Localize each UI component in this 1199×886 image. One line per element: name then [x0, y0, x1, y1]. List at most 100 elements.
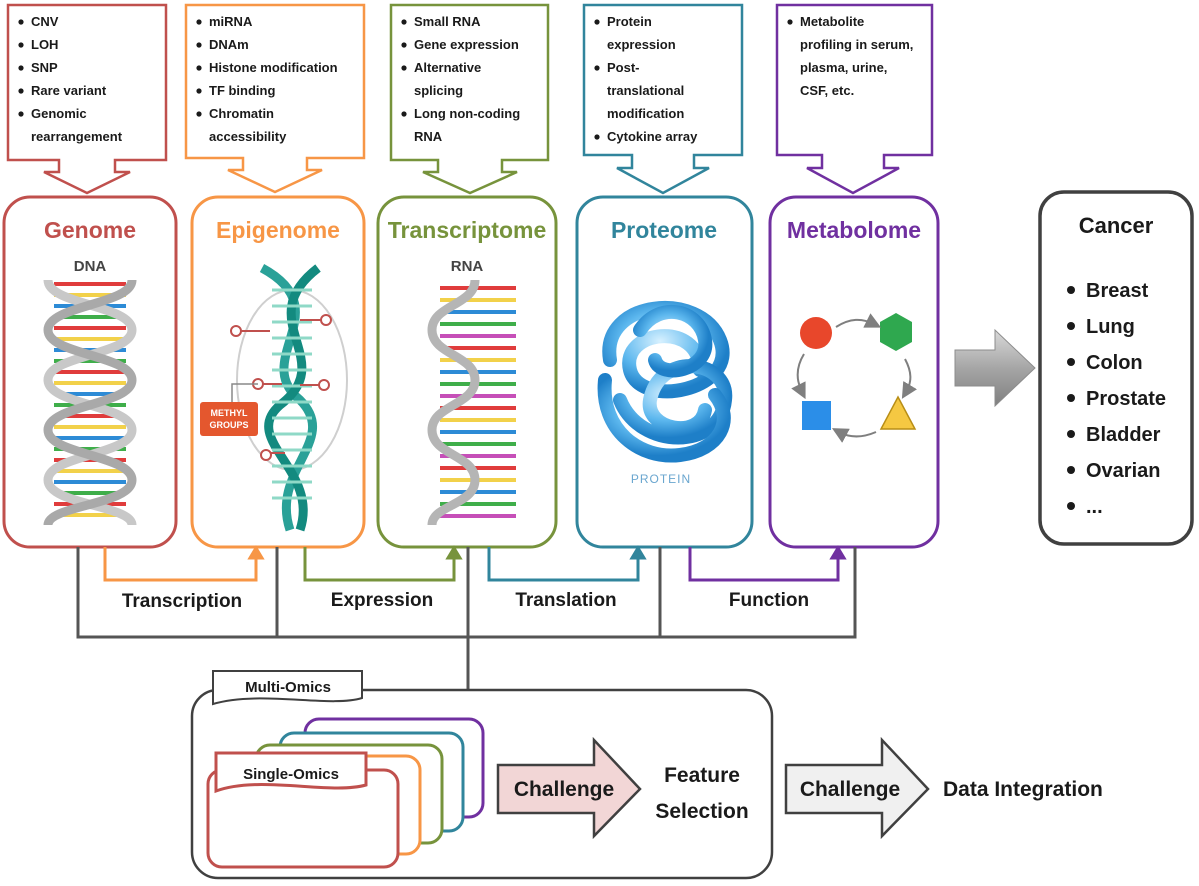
transcriptome-feature-item: Long non-coding	[414, 106, 520, 121]
cancer-bullet	[1067, 286, 1075, 294]
epigenome-feature-bullet	[196, 42, 202, 48]
cycle-arrow-left	[791, 353, 806, 400]
epigenome-feature-bullet	[196, 88, 202, 94]
metabolite-cycle	[791, 313, 917, 443]
cycle-arrow-top	[835, 313, 882, 328]
collector-bracket	[76, 547, 857, 700]
cancer-type-item: Colon	[1086, 352, 1143, 374]
protein-caption: PROTEIN	[631, 472, 691, 486]
proteome-feature-item: modification	[607, 106, 684, 121]
proteome-feature-item: Post-	[607, 60, 640, 75]
cancer-type-item: Prostate	[1086, 388, 1166, 410]
proteome-feature-bullet	[594, 19, 600, 25]
cancer-bullet	[1067, 322, 1075, 330]
translation-arrowhead	[629, 545, 647, 560]
metabolome-feature-bullet	[787, 19, 793, 25]
cancer-type-item: Ovarian	[1086, 460, 1160, 482]
red-circle-icon	[800, 317, 832, 349]
metabolome-feature-item: CSF, etc.	[800, 83, 854, 98]
protein-blob	[597, 301, 733, 463]
transcriptome-feature-bullet	[401, 42, 407, 48]
cancer-bullet	[1067, 394, 1075, 402]
genome-feature-item: Rare variant	[31, 83, 107, 98]
genome-feature-bullet	[18, 111, 24, 117]
data-integration-label: Data Integration	[943, 778, 1103, 801]
methyl-groups-label: METHYL	[211, 408, 249, 418]
translation-connector	[487, 547, 640, 582]
transcription-connector	[103, 547, 258, 582]
cancer-type-item: Bladder	[1086, 424, 1161, 446]
process-label-function: Function	[729, 590, 809, 611]
metabolome-feature-item: plasma, urine,	[800, 60, 887, 75]
challenge-label-2: Challenge	[800, 778, 900, 801]
proteome-feature-bullet	[594, 134, 600, 140]
transcription-arrowhead	[247, 545, 265, 560]
function-arrowhead	[829, 545, 847, 560]
cancer-type-item: Lung	[1086, 316, 1135, 338]
protein-illustration: PROTEIN	[597, 301, 733, 486]
transcriptome-title: Transcriptome	[388, 217, 547, 243]
transcriptome-feature-bullet	[401, 111, 407, 117]
cancer-bullet	[1067, 502, 1075, 510]
genome-feature-item: SNP	[31, 60, 58, 75]
cycle-arrow-right	[901, 358, 917, 399]
cancer-title: Cancer	[1079, 213, 1154, 238]
process-label-translation: Translation	[515, 590, 616, 611]
epigenome-box	[190, 195, 366, 549]
epigenome-feature-item: DNAm	[209, 37, 249, 52]
proteome-title: Proteome	[611, 217, 717, 243]
genome-feature-bullet	[18, 88, 24, 94]
epigenome-feature-bullet	[196, 111, 202, 117]
metabolome-feature-item: Metabolite	[800, 14, 864, 29]
single-omics-label: Single-Omics	[243, 766, 339, 783]
epigenome-title: Epigenome	[216, 217, 340, 243]
genome-feature-bullet	[18, 65, 24, 71]
yellow-triangle-icon	[879, 395, 917, 430]
challenge-arrow-1	[496, 736, 642, 840]
genome-feature-bullet	[18, 19, 24, 25]
proteome-feature-bullet	[594, 65, 600, 71]
epigenome-feature-item: Chromatin	[209, 106, 274, 121]
multi-omics-label: Multi-Omics	[245, 679, 331, 696]
metabolome-feature-item: profiling in serum,	[800, 37, 913, 52]
transcriptome-feature-bullet	[401, 19, 407, 25]
transcriptome-callout-shape	[389, 3, 550, 195]
epigenome-feature-bullet	[196, 19, 202, 25]
proteome-feature-item: Cytokine array	[607, 129, 698, 144]
function-connector	[688, 547, 840, 582]
multi-omics-tag	[212, 670, 363, 706]
expression-connector	[303, 547, 456, 582]
genome-feature-item: Genomic	[31, 106, 87, 121]
methyl-markers	[230, 314, 332, 461]
process-labels: Transcription Expression Translation Fun…	[122, 590, 809, 612]
transcriptome-feature-item: Alternative	[414, 60, 481, 75]
cancer-box	[1038, 190, 1194, 546]
cancer-bullet	[1067, 430, 1075, 438]
expression-arrowhead	[445, 545, 463, 560]
dna-illustration: DNA	[43, 258, 137, 527]
methyl-groups-label-line2: GROUPS	[209, 420, 248, 430]
transcriptome-feature-bullet	[401, 65, 407, 71]
feature-selection-label: Feature	[664, 764, 740, 787]
genome-title: Genome	[44, 217, 136, 243]
epigenome-feature-item: accessibility	[209, 129, 287, 144]
process-label-expression: Expression	[331, 590, 433, 611]
transcriptome-feature-item: RNA	[414, 129, 443, 144]
genome-feature-item: LOH	[31, 37, 58, 52]
cancer-type-item: Breast	[1086, 280, 1149, 302]
genome-callout-shape	[6, 3, 168, 195]
rna-illustration: RNA	[427, 258, 516, 526]
epigenome-feature-bullet	[196, 65, 202, 71]
rna-backbone	[427, 279, 480, 526]
grey-arrow-to-cancer	[954, 328, 1036, 408]
cycle-arrow-bottom	[831, 428, 877, 443]
dna-backbone-b	[43, 278, 137, 527]
epigenome-feature-item: TF binding	[209, 83, 275, 98]
genome-feature-item: CNV	[31, 14, 59, 29]
cancer-type-item: ...	[1086, 496, 1103, 518]
green-hexagon-icon	[880, 313, 912, 351]
methyl-pointer	[231, 383, 258, 403]
metabolome-callout-shape	[775, 3, 934, 195]
multi-omics-panel: Multi-Omics Single-Omics Challenge Featu…	[190, 670, 774, 880]
